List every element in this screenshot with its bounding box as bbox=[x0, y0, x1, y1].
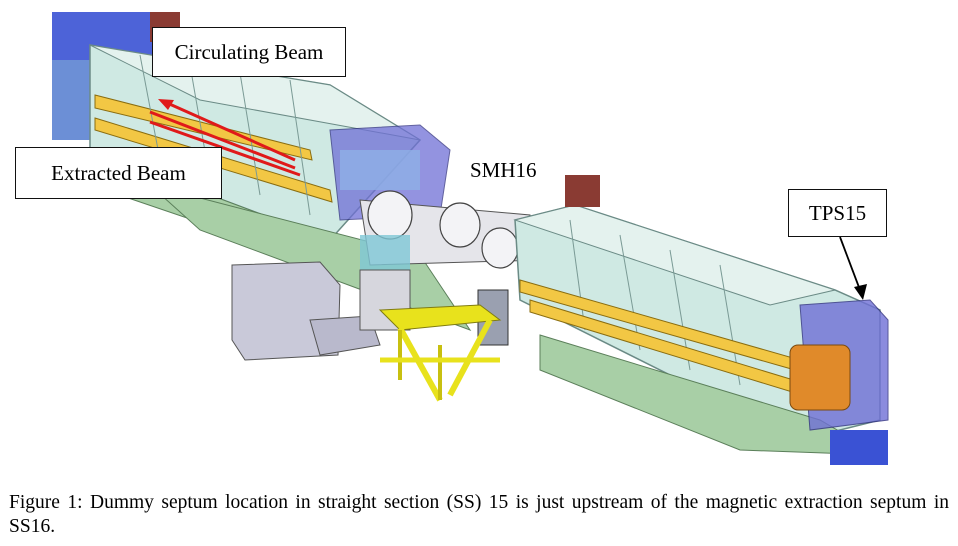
extracted-beam-label: Extracted Beam bbox=[15, 147, 222, 199]
right-magnet-assembly bbox=[513, 175, 881, 456]
tps15-septum-block bbox=[789, 299, 889, 465]
figure-caption: Figure 1: Dummy septum location in strai… bbox=[9, 492, 949, 537]
tps15-pointer-arrow bbox=[839, 236, 867, 300]
beam-arrows bbox=[149, 99, 301, 177]
yellow-support-stand bbox=[378, 304, 502, 402]
smh16-label: SMH16 bbox=[470, 158, 537, 182]
smh16-septum-block bbox=[329, 124, 451, 221]
tps15-label: TPS15 bbox=[788, 189, 887, 237]
circulating-beam-label: Circulating Beam bbox=[152, 27, 346, 77]
central-vacuum-section bbox=[359, 190, 541, 275]
